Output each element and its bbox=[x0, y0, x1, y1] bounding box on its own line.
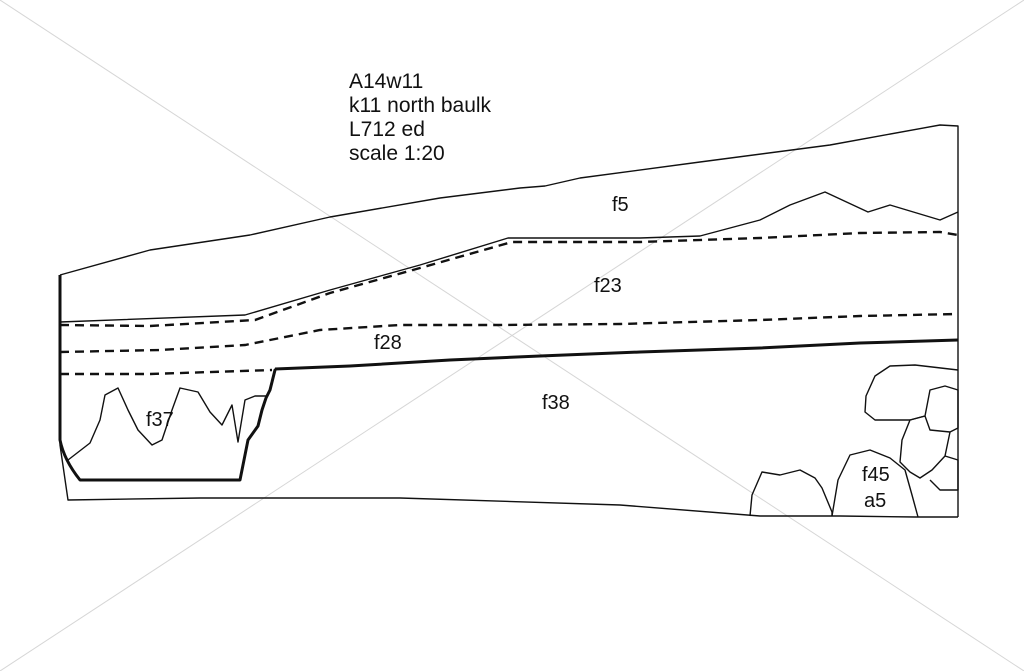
drawing-number: L712 ed bbox=[349, 118, 425, 141]
stones-f45 bbox=[749, 364, 959, 518]
label-f23: f23 bbox=[594, 275, 622, 297]
label-f45: f45 bbox=[862, 464, 890, 486]
label-a5: a5 bbox=[864, 490, 886, 512]
cut-f37 bbox=[58, 275, 277, 482]
boundary-f23-dashed-upper bbox=[59, 230, 959, 328]
drawing-title-block: A14w11 k11 north baulk L712 ed scale 1:2… bbox=[349, 70, 491, 166]
drawing-scale: scale 1:20 bbox=[349, 142, 445, 165]
boundary-f23-f28-dashed bbox=[59, 312, 959, 354]
label-f5: f5 bbox=[612, 194, 629, 216]
boundary-f28-f38-dashed bbox=[60, 368, 273, 376]
section-outline-bottom bbox=[59, 275, 958, 518]
label-f38: f38 bbox=[542, 392, 570, 414]
f37-fill-profile bbox=[67, 387, 268, 461]
baulk-name: k11 north baulk bbox=[349, 94, 492, 117]
boundary-f28-f38-solid bbox=[274, 338, 959, 371]
site-code: A14w11 bbox=[349, 70, 424, 93]
label-f37: f37 bbox=[146, 409, 174, 431]
section-outline-top bbox=[59, 124, 959, 517]
boundary-f5-f23 bbox=[59, 191, 959, 323]
label-f28: f28 bbox=[374, 332, 402, 354]
